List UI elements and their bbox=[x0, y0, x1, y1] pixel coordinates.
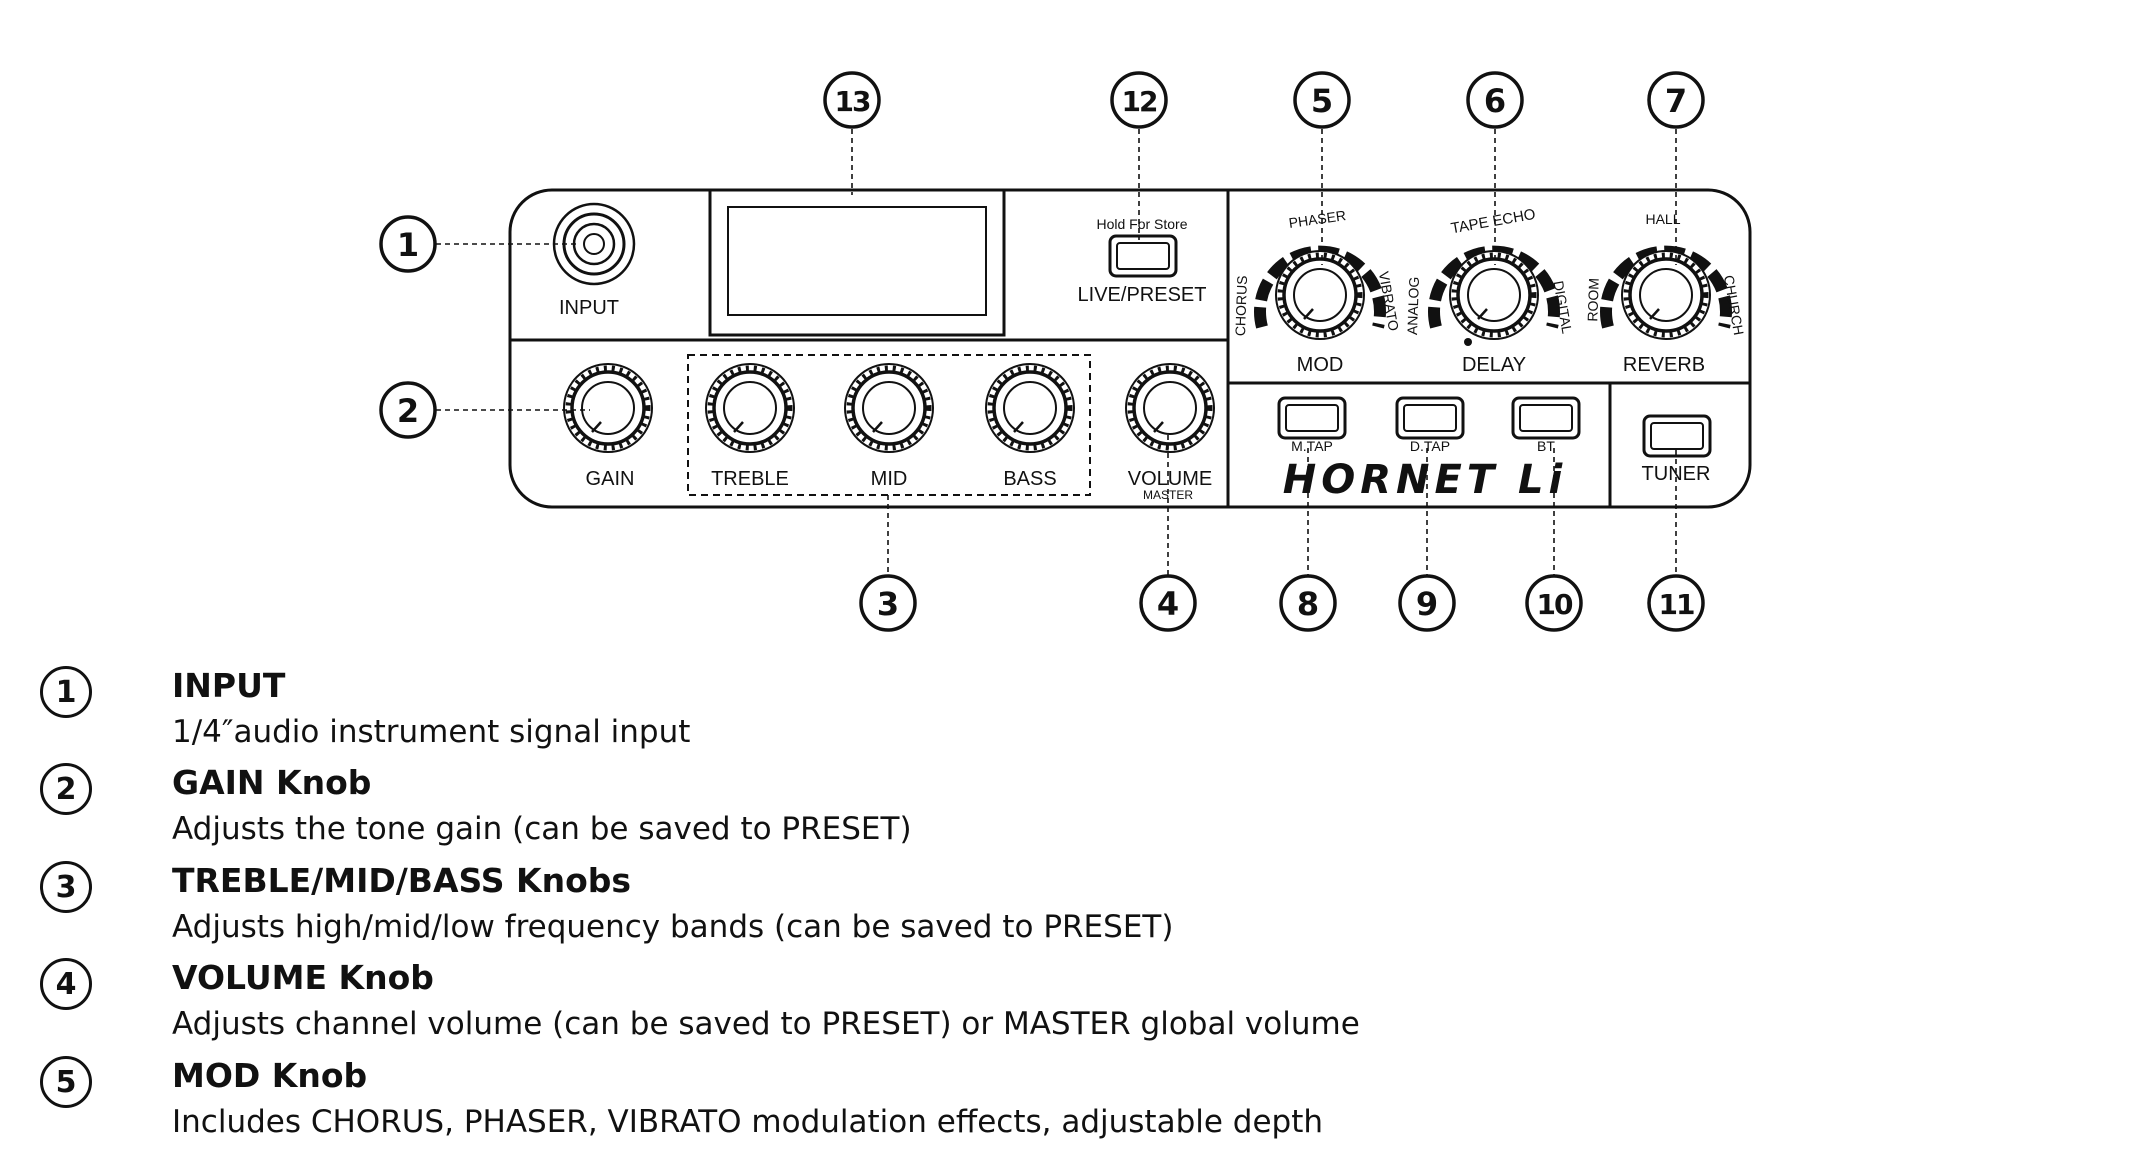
svg-text:12: 12 bbox=[1122, 85, 1157, 118]
reverb-knob[interactable] bbox=[1622, 251, 1710, 339]
legend-title: MOD Knob bbox=[172, 1056, 368, 1095]
delay-mode-analog: ANALOG bbox=[1404, 276, 1422, 335]
callout-8: 8 bbox=[1279, 574, 1337, 632]
legend-description: Adjusts high/mid/low frequency bands (ca… bbox=[172, 909, 1174, 945]
legend-description: Adjusts channel volume (can be saved to … bbox=[172, 1006, 1360, 1042]
callout-3: 3 bbox=[859, 574, 917, 632]
mod-mode-chorus: CHORUS bbox=[1232, 275, 1250, 336]
bass-label: BASS bbox=[1003, 468, 1056, 490]
svg-text:9: 9 bbox=[1416, 585, 1438, 623]
svg-text:6: 6 bbox=[1484, 82, 1506, 120]
d-tap-button[interactable] bbox=[1395, 396, 1465, 440]
svg-text:11: 11 bbox=[1659, 588, 1694, 621]
volume-knob[interactable] bbox=[1126, 364, 1214, 452]
display-screen bbox=[708, 188, 1006, 337]
svg-text:3: 3 bbox=[877, 585, 899, 623]
legend-title: TREBLE/MID/BASS Knobs bbox=[172, 861, 632, 900]
m-tap-label: M.TAP bbox=[1291, 438, 1333, 454]
callout-12: 12 bbox=[1110, 71, 1168, 129]
legend-title: VOLUME Knob bbox=[172, 958, 434, 997]
callout-10: 10 bbox=[1525, 574, 1583, 632]
svg-text:2: 2 bbox=[397, 392, 419, 430]
bass-knob[interactable] bbox=[986, 364, 1074, 452]
mod-mode-phaser: PHASER bbox=[1288, 207, 1347, 231]
legend-number: 5 bbox=[40, 1056, 92, 1108]
amp-panel-diagram: INPUT Hold For Store LIVE/PRESET CHORUS … bbox=[379, 71, 1752, 632]
volume-label: VOLUME bbox=[1128, 468, 1212, 490]
treble-label: TREBLE bbox=[711, 468, 789, 490]
callout-9: 9 bbox=[1398, 574, 1456, 632]
callout-6: 6 bbox=[1466, 71, 1524, 129]
bt-label: BT bbox=[1537, 438, 1555, 454]
mod-knob[interactable] bbox=[1276, 251, 1364, 339]
legend-title: GAIN Knob bbox=[172, 763, 372, 802]
legend-number: 1 bbox=[40, 666, 92, 718]
legend-description: 1/4″audio instrument signal input bbox=[172, 714, 691, 750]
legend-description: Adjusts the tone gain (can be saved to P… bbox=[172, 811, 912, 847]
reverb-mode-room: ROOM bbox=[1584, 278, 1602, 322]
callout-7: 7 bbox=[1647, 71, 1705, 129]
delay-knob[interactable] bbox=[1450, 251, 1538, 339]
svg-text:10: 10 bbox=[1537, 588, 1573, 621]
mid-label: MID bbox=[871, 468, 908, 490]
live-preset-label: LIVE/PRESET bbox=[1078, 284, 1207, 306]
mid-knob[interactable] bbox=[845, 364, 933, 452]
bt-button[interactable] bbox=[1511, 396, 1581, 440]
reverb-label: REVERB bbox=[1623, 354, 1705, 376]
callout-4: 4 bbox=[1139, 574, 1197, 632]
hold-for-store-label: Hold For Store bbox=[1096, 216, 1187, 232]
svg-text:8: 8 bbox=[1297, 585, 1319, 623]
input-jack[interactable] bbox=[552, 202, 636, 286]
input-label: INPUT bbox=[559, 297, 619, 319]
reverb-mode-hall: HALL bbox=[1645, 211, 1680, 227]
svg-text:13: 13 bbox=[835, 85, 870, 118]
callout-11: 11 bbox=[1647, 574, 1705, 632]
svg-text:1: 1 bbox=[397, 226, 419, 264]
d-tap-label: D.TAP bbox=[1410, 438, 1450, 454]
gain-label: GAIN bbox=[586, 468, 635, 490]
legend-description: Includes CHORUS, PHASER, VIBRATO modulat… bbox=[172, 1104, 1324, 1140]
eq-group-outline bbox=[687, 354, 1091, 496]
brand-logo: HORNET Li bbox=[1283, 457, 1568, 503]
m-tap-button[interactable] bbox=[1277, 396, 1347, 440]
master-label: MASTER bbox=[1143, 488, 1193, 502]
callout-2: 2 bbox=[379, 381, 437, 439]
legend-number: 3 bbox=[40, 861, 92, 913]
mod-label: MOD bbox=[1297, 354, 1344, 376]
tuner-label: TUNER bbox=[1642, 463, 1711, 485]
callout-5: 5 bbox=[1293, 71, 1351, 129]
callout-1: 1 bbox=[379, 215, 437, 273]
svg-text:5: 5 bbox=[1311, 82, 1333, 120]
legend-number: 2 bbox=[40, 763, 92, 815]
svg-text:7: 7 bbox=[1665, 82, 1687, 120]
legend-title: INPUT bbox=[172, 666, 286, 705]
delay-label: DELAY bbox=[1462, 354, 1526, 376]
callout-13: 13 bbox=[823, 71, 881, 129]
legend-number: 4 bbox=[40, 958, 92, 1010]
gain-knob[interactable] bbox=[564, 364, 652, 452]
svg-text:4: 4 bbox=[1157, 585, 1179, 623]
tuner-button[interactable] bbox=[1642, 414, 1712, 458]
live-preset-button[interactable] bbox=[1108, 234, 1178, 278]
treble-knob[interactable] bbox=[706, 364, 794, 452]
